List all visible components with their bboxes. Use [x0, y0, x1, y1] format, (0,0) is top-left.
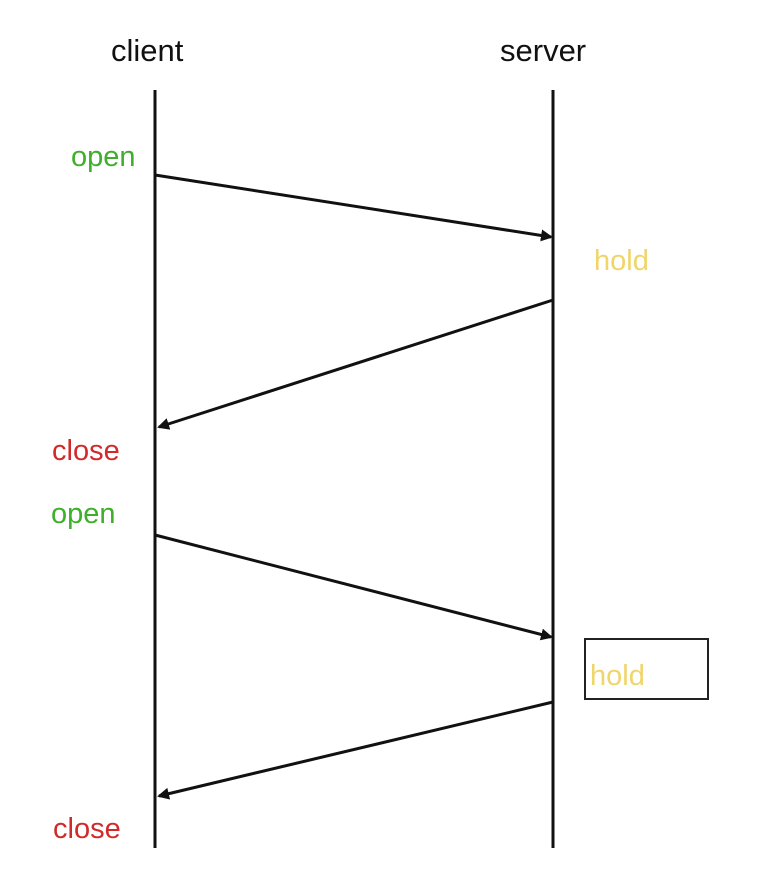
hold-event-label-2: hold [590, 660, 645, 692]
server-label: server [500, 33, 587, 68]
close-event-label-2: close [53, 813, 121, 845]
client-label: client [111, 33, 184, 68]
hold-highlight-box [584, 638, 709, 700]
response-arrow-1 [157, 298, 554, 430]
open-event-label-2: open [51, 498, 116, 530]
response-arrow-2 [157, 700, 554, 800]
close-event-label-1: close [52, 435, 120, 467]
request-arrow-2 [154, 533, 553, 641]
open-event-label-1: open [71, 141, 136, 173]
hold-event-label-1: hold [594, 245, 649, 277]
request-arrow-1 [154, 173, 553, 242]
